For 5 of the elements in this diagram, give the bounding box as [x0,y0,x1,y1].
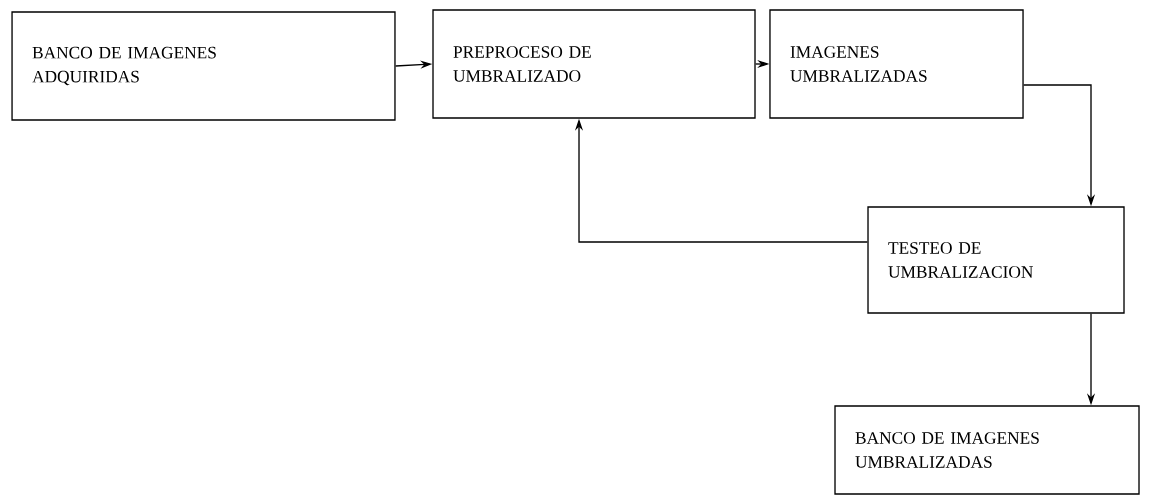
process-box: TESTEO DE UMBRALIZACION [867,206,1125,314]
process-box: BANCO DE IMAGENES UMBRALIZADAS [834,405,1140,495]
process-box: BANCO DE IMAGENES ADQUIRIDAS [11,11,396,121]
process-box: IMAGENES UMBRALIZADAS [769,9,1024,119]
process-box: PREPROCESO DE UMBRALIZADO [432,9,756,119]
